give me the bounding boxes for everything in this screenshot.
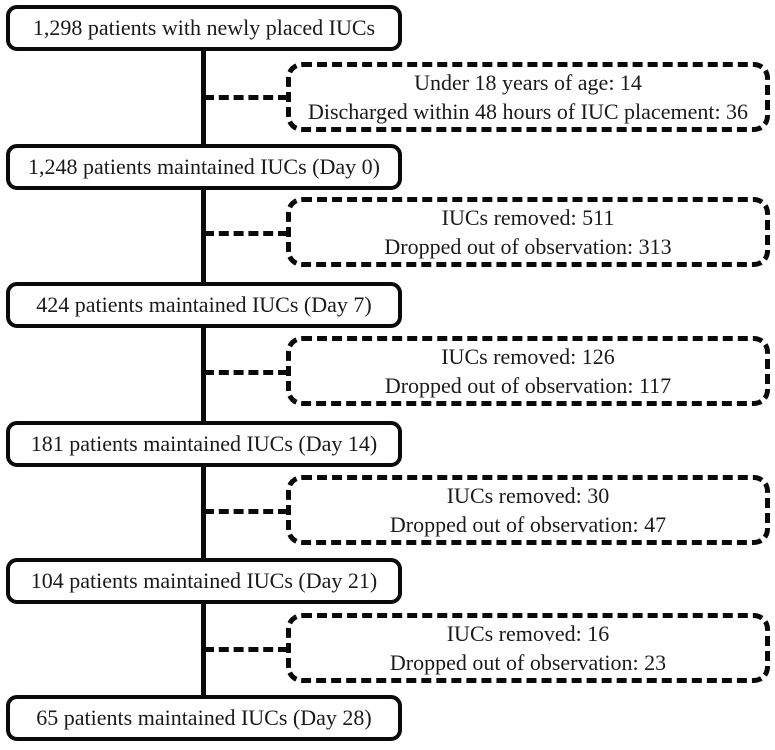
flow-step-box-day14: 181 patients maintained IUCs (Day 14) (6, 421, 402, 467)
exclusion-line: Dropped out of observation: 47 (389, 512, 667, 537)
flow-step-label: 104 patients maintained IUCs (Day 21) (30, 568, 378, 593)
flow-step-box-newly-placed: 1,298 patients with newly placed IUCs (6, 5, 402, 51)
exclusion-line: IUCs removed: 511 (441, 205, 615, 230)
exclusion-line: IUCs removed: 16 (446, 621, 610, 646)
exclusion-box-day14-21: IUCs removed: 30 Dropped out of observat… (286, 475, 770, 545)
flow-step-label: 65 patients maintained IUCs (Day 28) (36, 705, 372, 730)
flow-step-label: 424 patients maintained IUCs (Day 7) (36, 292, 372, 317)
exclusion-line: Dropped out of observation: 117 (384, 373, 672, 398)
exclusion-line: Discharged within 48 hours of IUC placem… (307, 99, 749, 124)
flow-step-box-day21: 104 patients maintained IUCs (Day 21) (6, 558, 402, 604)
exclusion-line: Dropped out of observation: 313 (384, 234, 672, 259)
exclusion-line: Dropped out of observation: 23 (389, 650, 667, 675)
exclusion-box-day21-28: IUCs removed: 16 Dropped out of observat… (286, 613, 770, 683)
flow-spine-line (201, 48, 206, 698)
flow-step-box-day28: 65 patients maintained IUCs (Day 28) (6, 695, 402, 741)
connector-line-day28 (204, 647, 288, 652)
exclusion-box-day0-7: IUCs removed: 511 Dropped out of observa… (286, 197, 770, 267)
flow-step-box-day0: 1,248 patients maintained IUCs (Day 0) (6, 144, 402, 190)
exclusion-line: IUCs removed: 126 (441, 344, 615, 369)
exclusion-line: IUCs removed: 30 (446, 483, 610, 508)
flow-step-box-day7: 424 patients maintained IUCs (Day 7) (6, 282, 402, 328)
exclusion-box-baseline: Under 18 years of age: 14 Discharged wit… (286, 62, 770, 132)
exclusion-line: Under 18 years of age: 14 (414, 70, 642, 95)
connector-line-day7 (204, 231, 288, 236)
flow-step-label: 1,298 patients with newly placed IUCs (32, 15, 376, 40)
connector-line-day14 (204, 370, 288, 375)
flow-step-label: 1,248 patients maintained IUCs (Day 0) (28, 154, 380, 179)
connector-line-day21 (204, 509, 288, 514)
connector-line-day0 (204, 95, 288, 100)
flow-step-label: 181 patients maintained IUCs (Day 14) (30, 431, 378, 456)
exclusion-box-day7-14: IUCs removed: 126 Dropped out of observa… (286, 336, 770, 406)
